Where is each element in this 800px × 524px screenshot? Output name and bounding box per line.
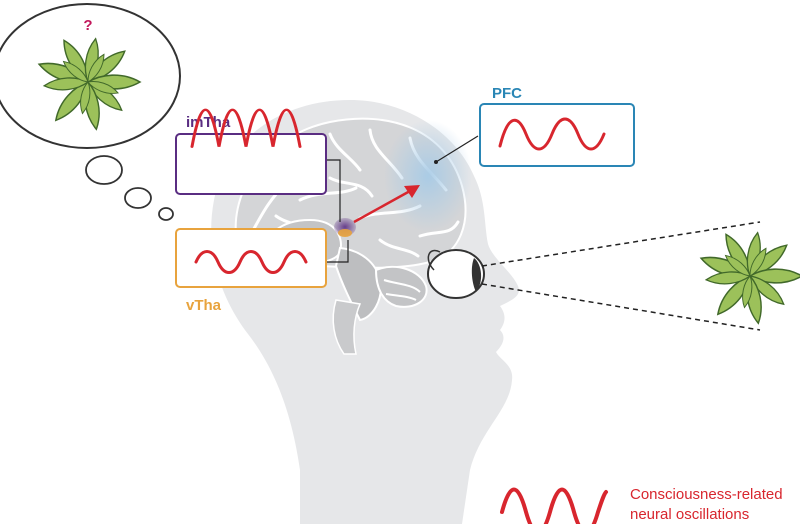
pfc-box: PFC bbox=[479, 85, 635, 167]
sight-line-bottom bbox=[481, 283, 761, 331]
pfc-connector bbox=[434, 135, 479, 164]
legend-wave-icon bbox=[500, 487, 608, 524]
imtha-wave bbox=[190, 108, 302, 148]
legend-line-2: neural oscillations bbox=[630, 506, 749, 523]
vtha-highlight bbox=[338, 229, 352, 237]
pfc-label: PFC bbox=[492, 85, 522, 102]
legend-line-1: Consciousness-related bbox=[630, 486, 783, 503]
legend: Consciousness-related neural oscillation… bbox=[500, 486, 783, 524]
viewed-plant-icon bbox=[698, 230, 800, 326]
pfc-wave bbox=[498, 117, 606, 151]
eye bbox=[427, 249, 485, 299]
vtha-wave bbox=[194, 250, 308, 274]
sight-line-top bbox=[481, 221, 761, 267]
vtha-box: vTha bbox=[175, 228, 327, 314]
thalamus-to-pfc-arrow bbox=[353, 185, 420, 224]
vtha-label: vTha bbox=[186, 297, 222, 314]
pfc-highlight bbox=[384, 120, 472, 232]
imtha-box: imTha bbox=[175, 108, 327, 195]
thought-question-mark: ? bbox=[83, 17, 92, 34]
imtha-connector bbox=[326, 159, 341, 222]
vtha-connector bbox=[326, 240, 349, 263]
